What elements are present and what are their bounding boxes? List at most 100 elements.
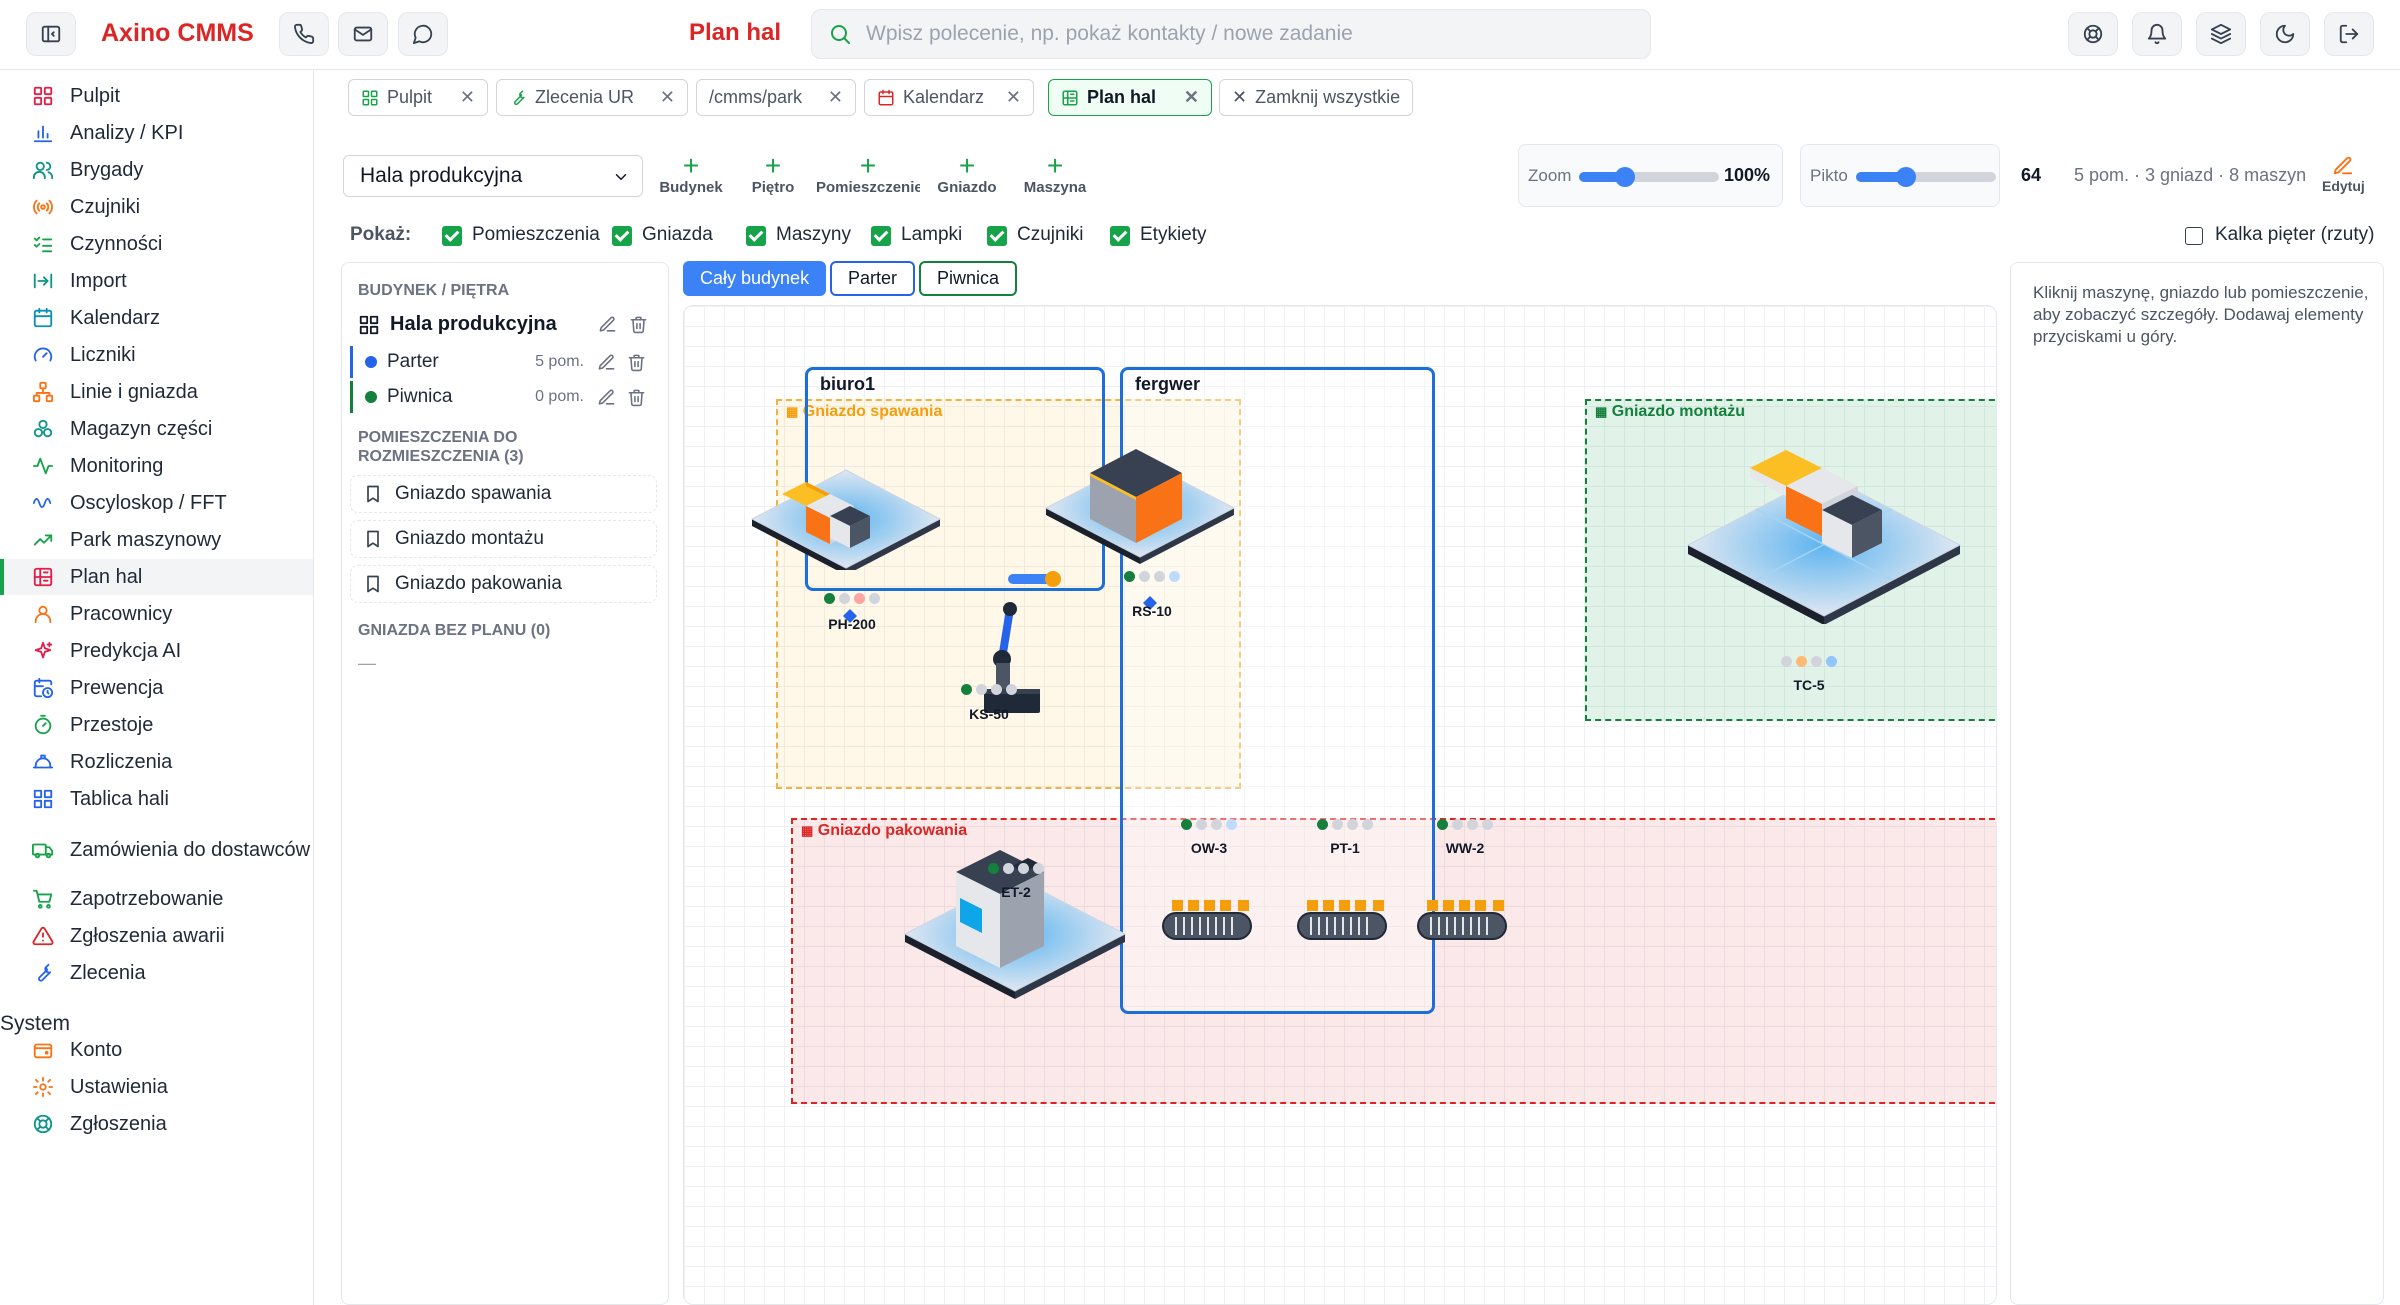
machine-et-2[interactable] bbox=[900, 836, 1130, 1002]
add-budynek-button[interactable]: +Budynek bbox=[651, 152, 731, 197]
machine-ww-2[interactable] bbox=[1415, 899, 1511, 945]
sidebar-item-pulpit[interactable]: Pulpit bbox=[0, 78, 313, 114]
machine-label[interactable]: WW-2 bbox=[1445, 840, 1485, 856]
sidebar-item-magazyn-czesci[interactable]: Magazyn części bbox=[0, 411, 313, 447]
machine-ph-200[interactable] bbox=[746, 434, 946, 570]
sidebar-item-linie-i-gniazda[interactable]: Linie i gniazda bbox=[0, 374, 313, 410]
tab-3[interactable]: Kalendarz✕ bbox=[864, 79, 1034, 116]
zoom-slider[interactable] bbox=[1579, 172, 1719, 182]
layers-icon[interactable] bbox=[2196, 12, 2246, 56]
command-search-input[interactable]: Wpisz polecenie, np. pokaż kontakty / no… bbox=[811, 9, 1651, 59]
unplaced-room-item[interactable]: Gniazdo spawania bbox=[350, 475, 657, 513]
machine-tc-5[interactable] bbox=[1684, 428, 1964, 624]
sidebar-item-brygady[interactable]: Brygady bbox=[0, 152, 313, 188]
sidebar-item-pracownicy[interactable]: Pracownicy bbox=[0, 596, 313, 632]
show-checkbox-4[interactable] bbox=[987, 226, 1007, 246]
kalka-checkbox[interactable] bbox=[2185, 227, 2203, 245]
pencil-icon[interactable] bbox=[597, 388, 616, 407]
sidebar-item-czynnosci[interactable]: Czynności bbox=[0, 226, 313, 262]
sidebar-item-przestoje[interactable]: Przestoje bbox=[0, 707, 313, 743]
sidebar-item-kalendarz[interactable]: Kalendarz bbox=[0, 300, 313, 336]
logout-icon[interactable] bbox=[2324, 12, 2374, 56]
edit-button[interactable]: Edytuj bbox=[2322, 155, 2365, 194]
close-tab-icon[interactable]: ✕ bbox=[1183, 87, 1199, 107]
hala-select[interactable]: Hala produkcyjna bbox=[343, 155, 643, 197]
sensor-diamond-icon[interactable] bbox=[843, 609, 857, 623]
sidebar-item-analizy-kpi[interactable]: Analizy / KPI bbox=[0, 115, 313, 151]
machine-label[interactable]: PT-1 bbox=[1330, 840, 1360, 856]
trash-icon[interactable] bbox=[627, 353, 646, 372]
show-checkbox-0[interactable] bbox=[442, 226, 462, 246]
machine-label[interactable]: TC-5 bbox=[1793, 677, 1825, 693]
support-icon[interactable] bbox=[2068, 12, 2118, 56]
machine-label[interactable]: RS-10 bbox=[1132, 603, 1172, 619]
sidebar-item-prewencja[interactable]: Prewencja bbox=[0, 670, 313, 706]
tab-2[interactable]: /cmms/park✕ bbox=[696, 79, 856, 116]
close-tab-icon[interactable]: ✕ bbox=[659, 87, 675, 107]
tab-0[interactable]: Pulpit✕ bbox=[348, 79, 488, 116]
close-tab-icon[interactable]: ✕ bbox=[827, 87, 843, 107]
machine-pt-1[interactable] bbox=[1295, 899, 1391, 945]
floor-button-all[interactable]: Cały budynek bbox=[683, 261, 827, 296]
pikto-slider[interactable] bbox=[1856, 172, 1996, 182]
show-checkbox-5[interactable] bbox=[1110, 226, 1130, 246]
machine-label[interactable]: KS-50 bbox=[969, 706, 1009, 722]
sidebar-item-liczniki[interactable]: Liczniki bbox=[0, 337, 313, 373]
delete-building-icon[interactable] bbox=[629, 315, 648, 334]
tab-4[interactable]: Plan hal✕ bbox=[1048, 79, 1212, 116]
sidebar-item-czujniki[interactable]: Czujniki bbox=[0, 189, 313, 225]
building-item[interactable]: Hala produkcyjna bbox=[358, 313, 557, 336]
machine-label[interactable]: ET-2 bbox=[1001, 884, 1031, 900]
add-gniazdo-button[interactable]: +Gniazdo bbox=[927, 152, 1007, 197]
sidebar-item-system-2[interactable]: Zgłoszenia bbox=[0, 1106, 313, 1142]
brand-logo[interactable]: Axino CMMS bbox=[101, 19, 254, 47]
sidebar-item-tablica-hali[interactable]: Tablica hali bbox=[0, 781, 313, 817]
machine-label[interactable]: OW-3 bbox=[1190, 840, 1228, 856]
sidebar-item-zg-oszenia-awarii[interactable]: Zgłoszenia awarii bbox=[0, 918, 313, 954]
machine-rs-10[interactable] bbox=[1040, 431, 1240, 571]
sidebar-toggle-icon[interactable] bbox=[26, 12, 76, 56]
pikto-slider-handle[interactable] bbox=[1896, 167, 1917, 187]
edit-building-icon[interactable] bbox=[598, 315, 617, 334]
sidebar-item-oscyloskop-fft[interactable]: Oscyloskop / FFT bbox=[0, 485, 313, 521]
show-checkbox-3[interactable] bbox=[871, 226, 891, 246]
trash-icon[interactable] bbox=[627, 388, 646, 407]
phone-icon[interactable] bbox=[279, 12, 329, 56]
sidebar-item-rozliczenia[interactable]: Rozliczenia bbox=[0, 744, 313, 780]
sidebar-item-system-0[interactable]: Konto bbox=[0, 1032, 313, 1068]
pencil-icon[interactable] bbox=[597, 353, 616, 372]
sidebar-item-park-maszynowy[interactable]: Park maszynowy bbox=[0, 522, 313, 558]
floor-plan-canvas[interactable]: ▦ Gniazdo spawania ▦ Gniazdo montażu ▦ G… bbox=[683, 305, 1997, 1305]
kalka-toggle[interactable]: Kalka pięter (rzuty) bbox=[2185, 224, 2374, 246]
sidebar-item-zlecenia[interactable]: Zlecenia bbox=[0, 955, 313, 991]
moon-icon[interactable] bbox=[2260, 12, 2310, 56]
mail-icon[interactable] bbox=[338, 12, 388, 56]
sensor-diamond-icon[interactable] bbox=[1143, 596, 1157, 610]
tab-1[interactable]: Zlecenia UR✕ bbox=[496, 79, 688, 116]
unplaced-room-item[interactable]: Gniazdo pakowania bbox=[350, 565, 657, 603]
sidebar-item-monitoring[interactable]: Monitoring bbox=[0, 448, 313, 484]
bell-icon[interactable] bbox=[2132, 12, 2182, 56]
show-checkbox-1[interactable] bbox=[612, 226, 632, 246]
sidebar-item-plan-hal[interactable]: Plan hal bbox=[0, 559, 313, 595]
sidebar-item-zapotrzebowanie[interactable]: Zapotrzebowanie bbox=[0, 881, 313, 917]
sidebar-item-system-1[interactable]: Ustawienia bbox=[0, 1069, 313, 1105]
sidebar-item-import[interactable]: Import bbox=[0, 263, 313, 299]
sidebar-item-zamowienia-do-dostawcow[interactable]: Zamówienia do dostawców bbox=[0, 825, 313, 875]
machine-label[interactable]: PH-200 bbox=[828, 616, 876, 632]
sidebar-item-predykcja-ai[interactable]: Predykcja AI bbox=[0, 633, 313, 669]
unplaced-room-item[interactable]: Gniazdo montażu bbox=[350, 520, 657, 558]
close-tab-icon[interactable]: ✕ bbox=[1005, 87, 1021, 107]
machine-ow-3[interactable] bbox=[1160, 899, 1256, 945]
add-pietro-button[interactable]: +Piętro bbox=[733, 152, 813, 197]
floor-button-piwnica[interactable]: Piwnica bbox=[919, 261, 1018, 296]
add-pomieszczenie-button[interactable]: +Pomieszczenie bbox=[816, 155, 920, 196]
show-checkbox-2[interactable] bbox=[746, 226, 766, 246]
close-tab-icon[interactable]: ✕ bbox=[459, 87, 475, 107]
close-all-tabs-button[interactable]: ✕Zamknij wszystkie bbox=[1219, 79, 1414, 116]
add-maszyna-button[interactable]: +Maszyna bbox=[1015, 152, 1095, 197]
chat-icon[interactable] bbox=[398, 12, 448, 56]
floor-button-parter[interactable]: Parter bbox=[830, 261, 916, 296]
